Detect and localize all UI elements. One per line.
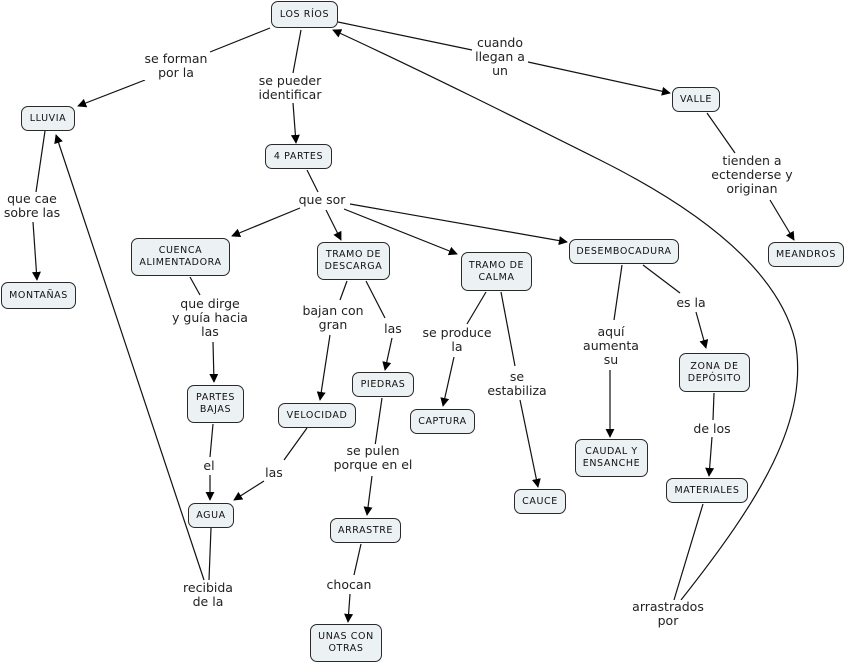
edge-velocidad-las [283,427,308,461]
node-piedras[interactable]: PIEDRAS [352,372,414,397]
edge-lluvia-quecae [35,130,46,193]
edge-bajan-velocidad [316,334,331,401]
link-se-produce: se produce la [421,325,493,354]
link-se-pueden: se pueder identificar [257,73,323,102]
link-que-cae: que cae sobre las [2,191,62,220]
node-4-partes[interactable]: 4 PARTES [265,144,332,169]
edge-rios-sepueden [292,29,302,74]
edge-quecae-montanas [31,221,41,281]
link-chocan: chocan [325,577,373,592]
edge-las-piedras [382,337,393,371]
edge-calma-seproduce [466,291,487,325]
node-meandros[interactable]: MEANDROS [768,242,844,267]
edge-queson-calma [343,208,458,256]
edge-desemb-esla [642,264,681,294]
edge-seforman-lluvia [77,79,146,108]
edge-queson-cuenca [231,207,301,238]
edge-valle-tienden [706,112,736,154]
edge-cuando-valle [527,61,671,96]
edge-quedirge-partes [209,341,219,383]
link-arrastrados: arrastrados por [631,599,705,628]
edge-recibida-lluvia [54,134,205,581]
node-los-rios[interactable]: LOS RÍOS [271,1,338,28]
edge-rios-seforman [209,27,271,53]
edge-delos-materiales [705,436,715,477]
edge-esla-zona [695,311,709,349]
node-cuenca-alimentadora[interactable]: CUENCA ALIMENTADORA [131,238,230,276]
link-que-son: que sor [297,192,347,207]
edge-chocan-unas [344,593,354,623]
edge-sepulen-arrastre [363,475,373,516]
node-materiales[interactable]: MATERIALES [666,478,748,503]
link-se-forman: se forman por la [143,51,209,80]
edge-seestabiliza-cauce [519,399,541,488]
link-tienden: tienden a ectenderse y originan [710,153,794,196]
node-montanas[interactable]: MONTAÑAS [1,282,76,309]
edge-seproduce-captura [440,356,455,407]
node-partes-bajas[interactable]: PARTES BAJAS [187,385,244,423]
node-desembocadura[interactable]: DESEMBOCADURA [569,239,679,264]
edge-queson-descarga [325,209,342,241]
link-que-dirge: que dirge y guía hacia las [171,296,249,339]
link-recibida: recibida de la [182,580,234,609]
link-cuando: cuando llegan a un [474,35,526,78]
link-las-agua: las [264,465,284,480]
edge-sepueden-cuatro [290,102,300,144]
node-valle[interactable]: VALLE [672,87,720,112]
link-las-piedras: las [383,321,403,336]
node-tramo-de-descarga[interactable]: TRAMO DE DESCARGA [317,242,390,280]
link-se-pulen: se pulen porque en el [332,443,414,472]
edge-piedras-sepulen [374,397,383,447]
link-se-estabiliza: se estabiliza [486,369,548,398]
node-caudal-y-ensanche[interactable]: CAUDAL Y ENSANCHE [575,439,648,477]
edge-descarga-bajan [339,280,348,301]
node-velocidad[interactable]: VELOCIDAD [278,403,356,428]
link-el: el [202,458,216,473]
edge-cuenca-quedirge [189,276,201,296]
node-captura[interactable]: CAPTURA [410,409,475,434]
node-arrastre[interactable]: ARRASTRE [330,518,401,543]
edge-tienden-meandros [769,199,795,241]
edge-cuatro-queson [306,169,319,193]
edge-materiales-arrastrados [673,503,704,601]
link-bajan: bajan con gran [301,303,365,332]
edge-arrastrados-rios [332,29,799,601]
edge-arrastre-chocan [353,543,362,576]
edge-zona-delos [712,392,715,421]
edge-descarga-las [365,280,386,319]
node-lluvia[interactable]: LLUVIA [21,106,75,131]
edge-rios-cuando [337,21,473,51]
link-aqui-aumenta: aquí aumenta su [582,324,640,367]
edge-las-agua [233,480,265,501]
node-agua[interactable]: AGUA [188,503,234,528]
edge-queson-desemb [349,203,568,246]
edge-desemb-aqui [613,264,623,321]
edge-agua-recibida [208,527,212,581]
link-es-la: es la [675,295,707,310]
node-zona-de-deposito[interactable]: ZONA DE DEPÓSITO [679,353,750,392]
node-unas-con-otras[interactable]: UNAS CON OTRAS [310,624,382,662]
edge-partes-el [209,423,214,458]
node-tramo-de-calma[interactable]: TRAMO DE CALMA [461,252,532,291]
link-de-los: de los [692,421,732,436]
edge-calma-seestabiliza [500,291,516,367]
node-cauce[interactable]: CAUCE [514,489,566,514]
